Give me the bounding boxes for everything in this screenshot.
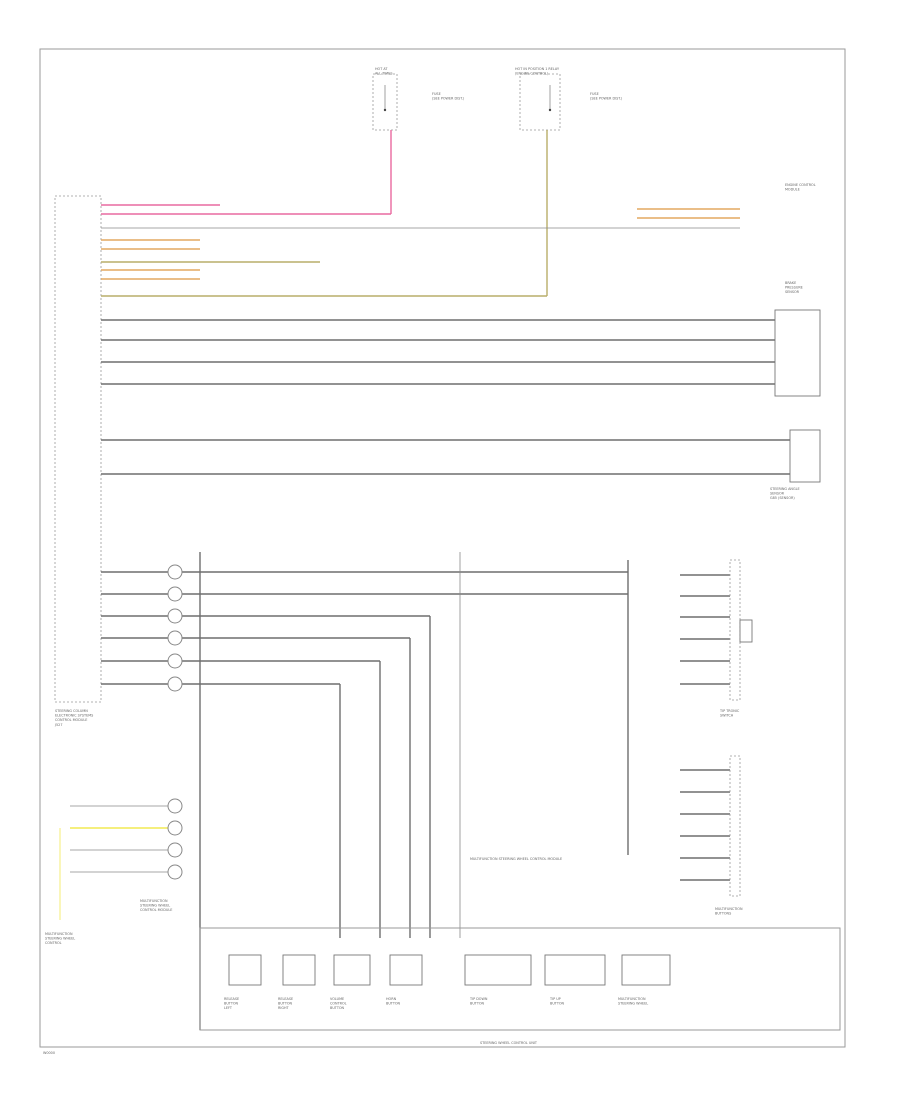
top-fuse-2: HOT IN POSITION 1 RELAY(ENGINE CONTROL) …	[515, 67, 623, 131]
diagram-frame	[39, 48, 846, 1048]
top-fuse-2-label: HOT IN POSITION 1 RELAY(ENGINE CONTROL)	[515, 67, 560, 76]
connector-column	[101, 564, 628, 692]
top-fuse-1-note: FUSE(SEE POWER DIST.)	[432, 92, 465, 101]
steering-angle-sensor	[789, 429, 821, 483]
top-fuse-2-note: FUSE(SEE POWER DIST.)	[590, 92, 623, 101]
brake-pressure-sensor	[774, 309, 821, 397]
left-module	[54, 195, 102, 703]
bottom-caption: MULTIFUNCTION STEERING WHEEL CONTROL MOD…	[470, 857, 562, 861]
bottom-unit-label: STEERING WHEEL CONTROL UNIT	[480, 1041, 538, 1045]
footer-code: W0000	[43, 1051, 55, 1055]
bottom-unit	[199, 927, 841, 1031]
